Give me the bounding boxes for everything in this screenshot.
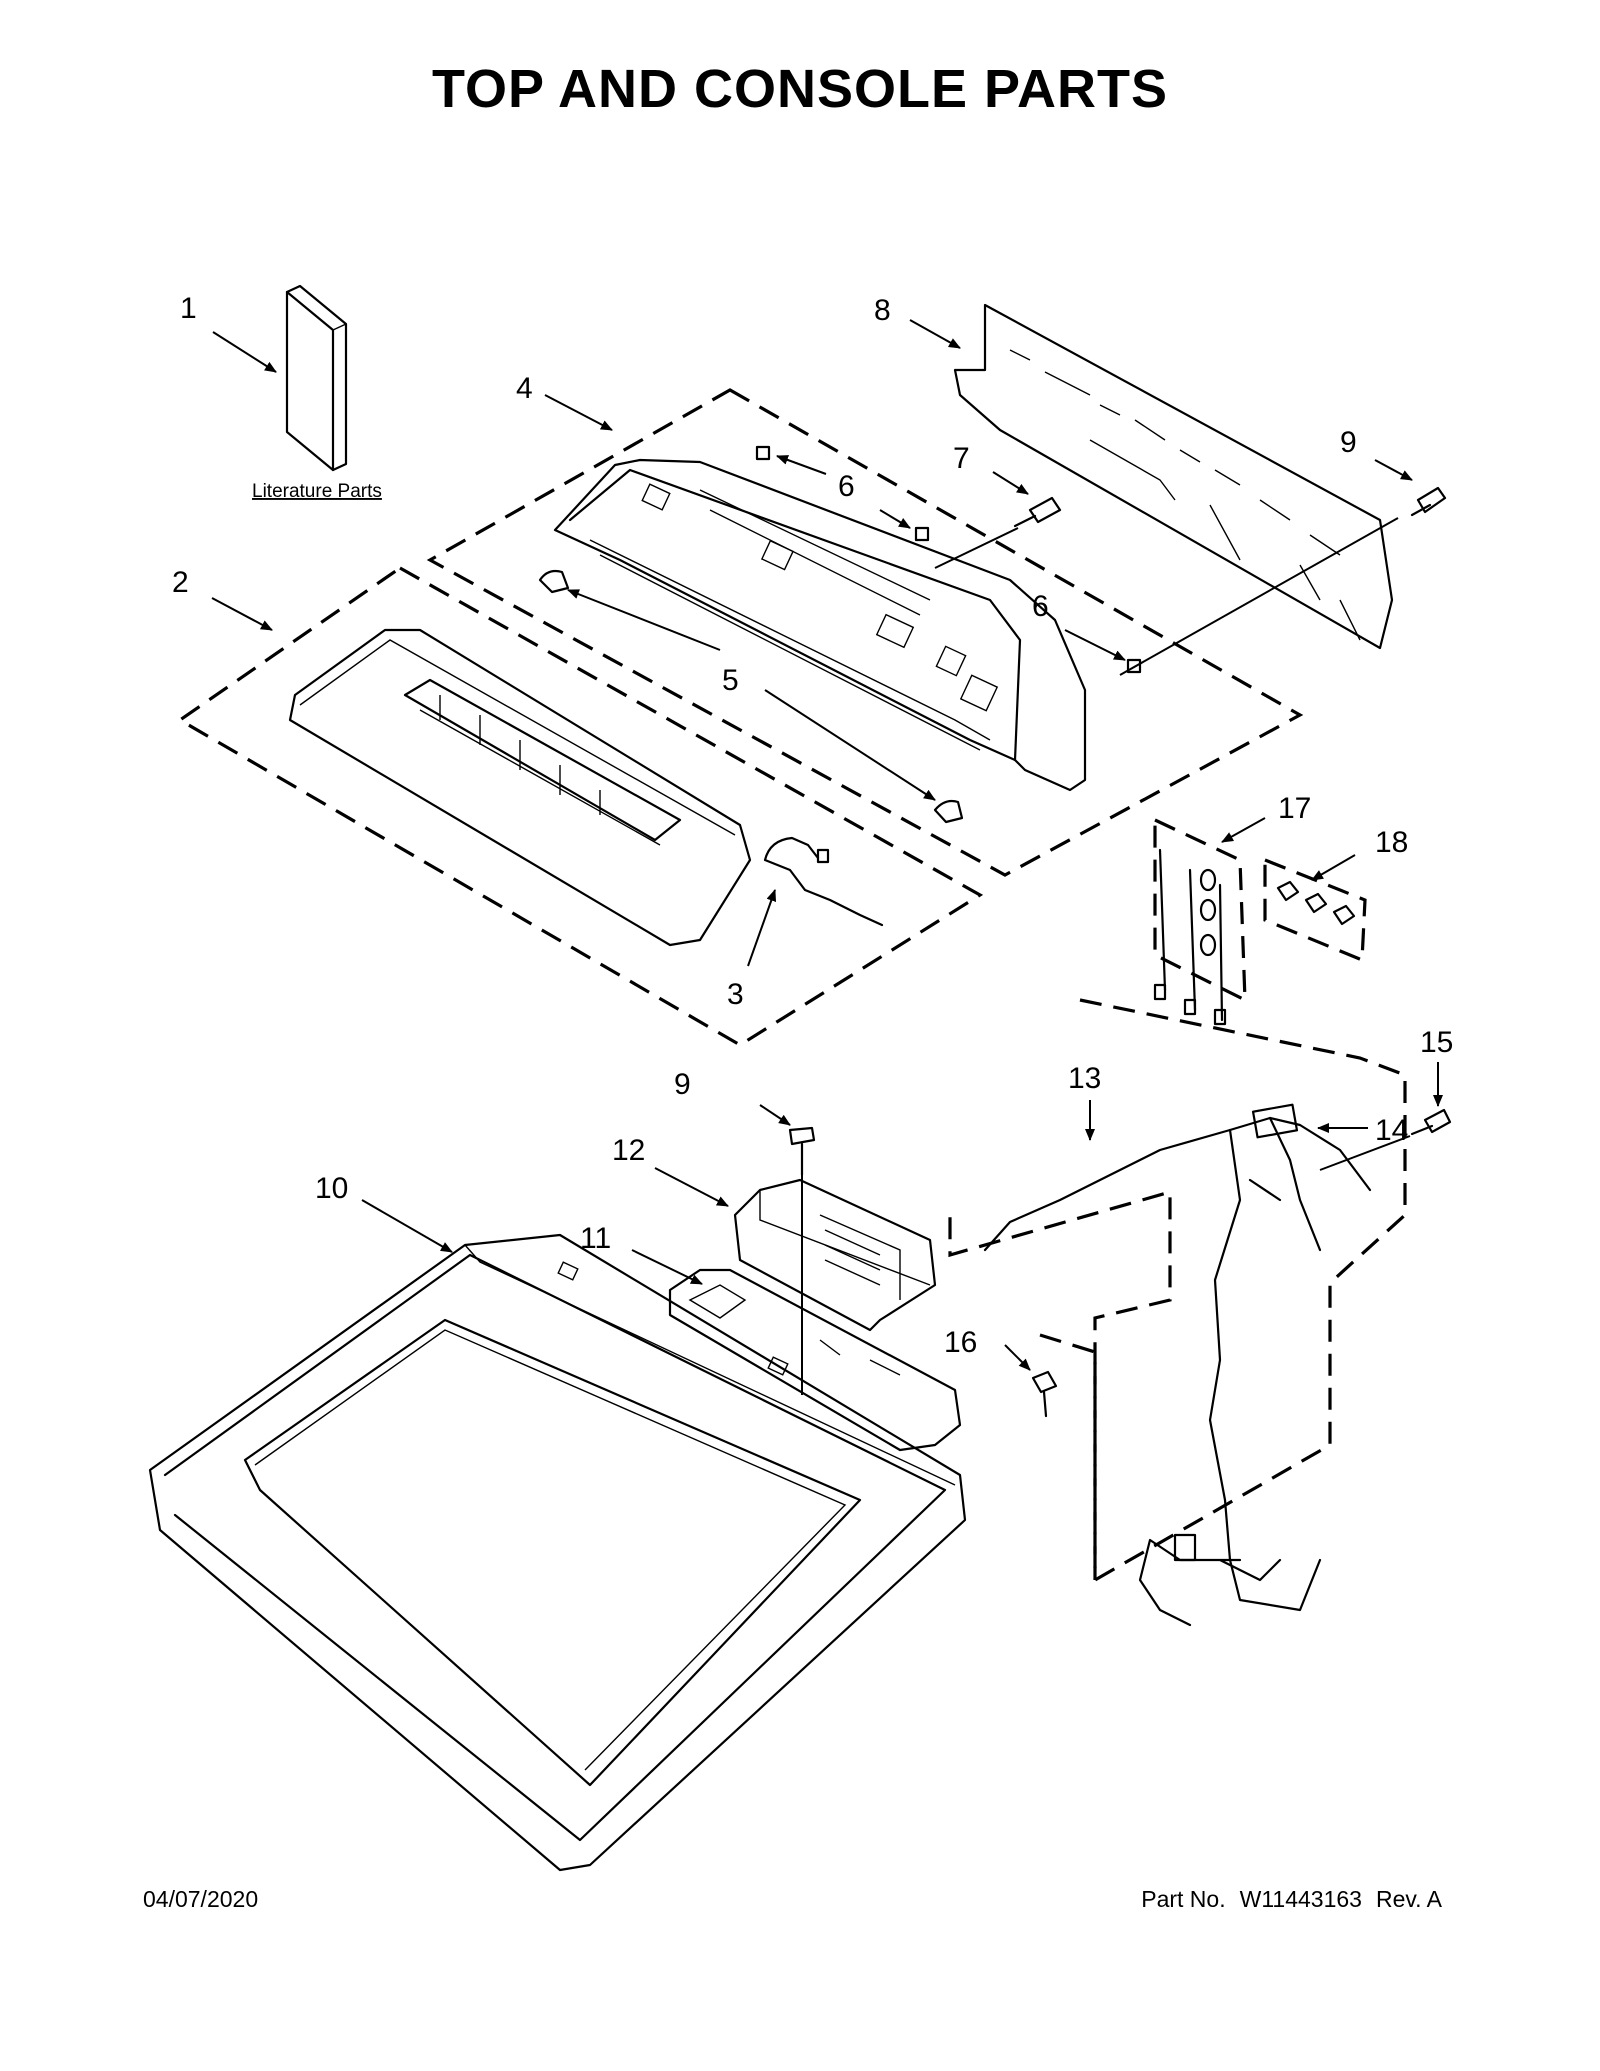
callout-12: 12 — [612, 1134, 645, 1167]
leader-10 — [361, 1199, 453, 1253]
callout-9-upper: 9 — [1340, 426, 1357, 459]
leader-4 — [544, 394, 613, 431]
wire-harness-part — [983, 1103, 1372, 1627]
screw-15-part — [1410, 1108, 1452, 1136]
callout-10: 10 — [315, 1172, 348, 1205]
led-bracket-part — [1153, 848, 1227, 1026]
literature-book-part — [285, 284, 348, 472]
literature-parts-label: Literature Parts — [252, 481, 382, 502]
screw-9-upper-part — [1410, 486, 1447, 517]
leader-8 — [909, 319, 961, 349]
page-title: TOP AND CONSOLE PARTS — [431, 59, 1169, 119]
console-part — [553, 458, 1087, 792]
knob-part — [1276, 880, 1356, 926]
callout-1: 1 — [180, 292, 197, 325]
footer-part-info: Part No. W11443163 Rev. A — [1127, 1886, 1442, 1913]
screw-15-axis-line — [1319, 1135, 1411, 1171]
callout-13: 13 — [1068, 1062, 1101, 1095]
wire-harness-boundary — [948, 998, 1407, 1583]
led-bracket-boundary — [1153, 817, 1247, 1003]
part-number-label: Part No. — [1141, 1886, 1226, 1912]
part-number: W11443163 — [1239, 1886, 1362, 1912]
leader-6c — [1064, 629, 1126, 661]
leader-2 — [211, 597, 273, 631]
console-assembly-boundary — [426, 388, 1304, 877]
callout-17: 17 — [1278, 792, 1311, 825]
callout-9-lower: 9 — [674, 1068, 691, 1101]
screw-7-part — [1013, 496, 1062, 528]
callout-5: 5 — [722, 664, 739, 697]
clip-5-part — [538, 569, 964, 824]
screw-9-axis-line — [1119, 517, 1399, 676]
leader-9b — [759, 1104, 791, 1126]
leader-11 — [631, 1249, 703, 1285]
leader-5b — [764, 689, 936, 801]
screw-9-lower-part — [788, 1126, 816, 1177]
leader-9a — [1374, 459, 1413, 481]
mounting-bracket-part — [668, 1268, 962, 1452]
control-board-part — [733, 1178, 937, 1332]
overlay-panel-part — [288, 628, 752, 947]
leader-3 — [747, 889, 777, 967]
callout-6-upper: 6 — [838, 470, 855, 503]
callout-6-lower: 6 — [1032, 590, 1049, 623]
clip-6-part — [755, 445, 1142, 674]
overlay-assembly-boundary — [177, 566, 984, 1047]
callout-8: 8 — [874, 294, 891, 327]
callout-16: 16 — [944, 1326, 977, 1359]
leader-12 — [654, 1167, 729, 1207]
leader-1 — [212, 331, 277, 373]
revision: Rev. A — [1375, 1886, 1442, 1912]
callout-18: 18 — [1375, 826, 1408, 859]
console-bracket-part — [953, 303, 1394, 650]
leader-17 — [1221, 817, 1266, 843]
callout-2: 2 — [172, 566, 189, 599]
screw-7-axis-line — [934, 527, 1019, 569]
leader-18 — [1311, 854, 1356, 881]
callout-15: 15 — [1420, 1026, 1453, 1059]
callout-3: 3 — [727, 978, 744, 1011]
knob-boundary — [1263, 857, 1367, 963]
leader-7 — [992, 471, 1029, 495]
footer-date: 04/07/2020 — [143, 1886, 259, 1912]
main-top-part — [148, 1233, 967, 1872]
callout-7: 7 — [953, 442, 970, 475]
wire-3-part — [763, 836, 884, 927]
callout-14: 14 — [1375, 1114, 1408, 1147]
leader-6a — [776, 455, 827, 475]
leader-6b — [879, 509, 911, 529]
screw-16-boundary — [1039, 1333, 1097, 1580]
screw-16-part — [1031, 1370, 1058, 1418]
callout-11: 11 — [580, 1222, 611, 1255]
leader-16 — [1004, 1344, 1031, 1371]
leader-5a — [567, 589, 721, 651]
callout-4: 4 — [516, 372, 533, 405]
